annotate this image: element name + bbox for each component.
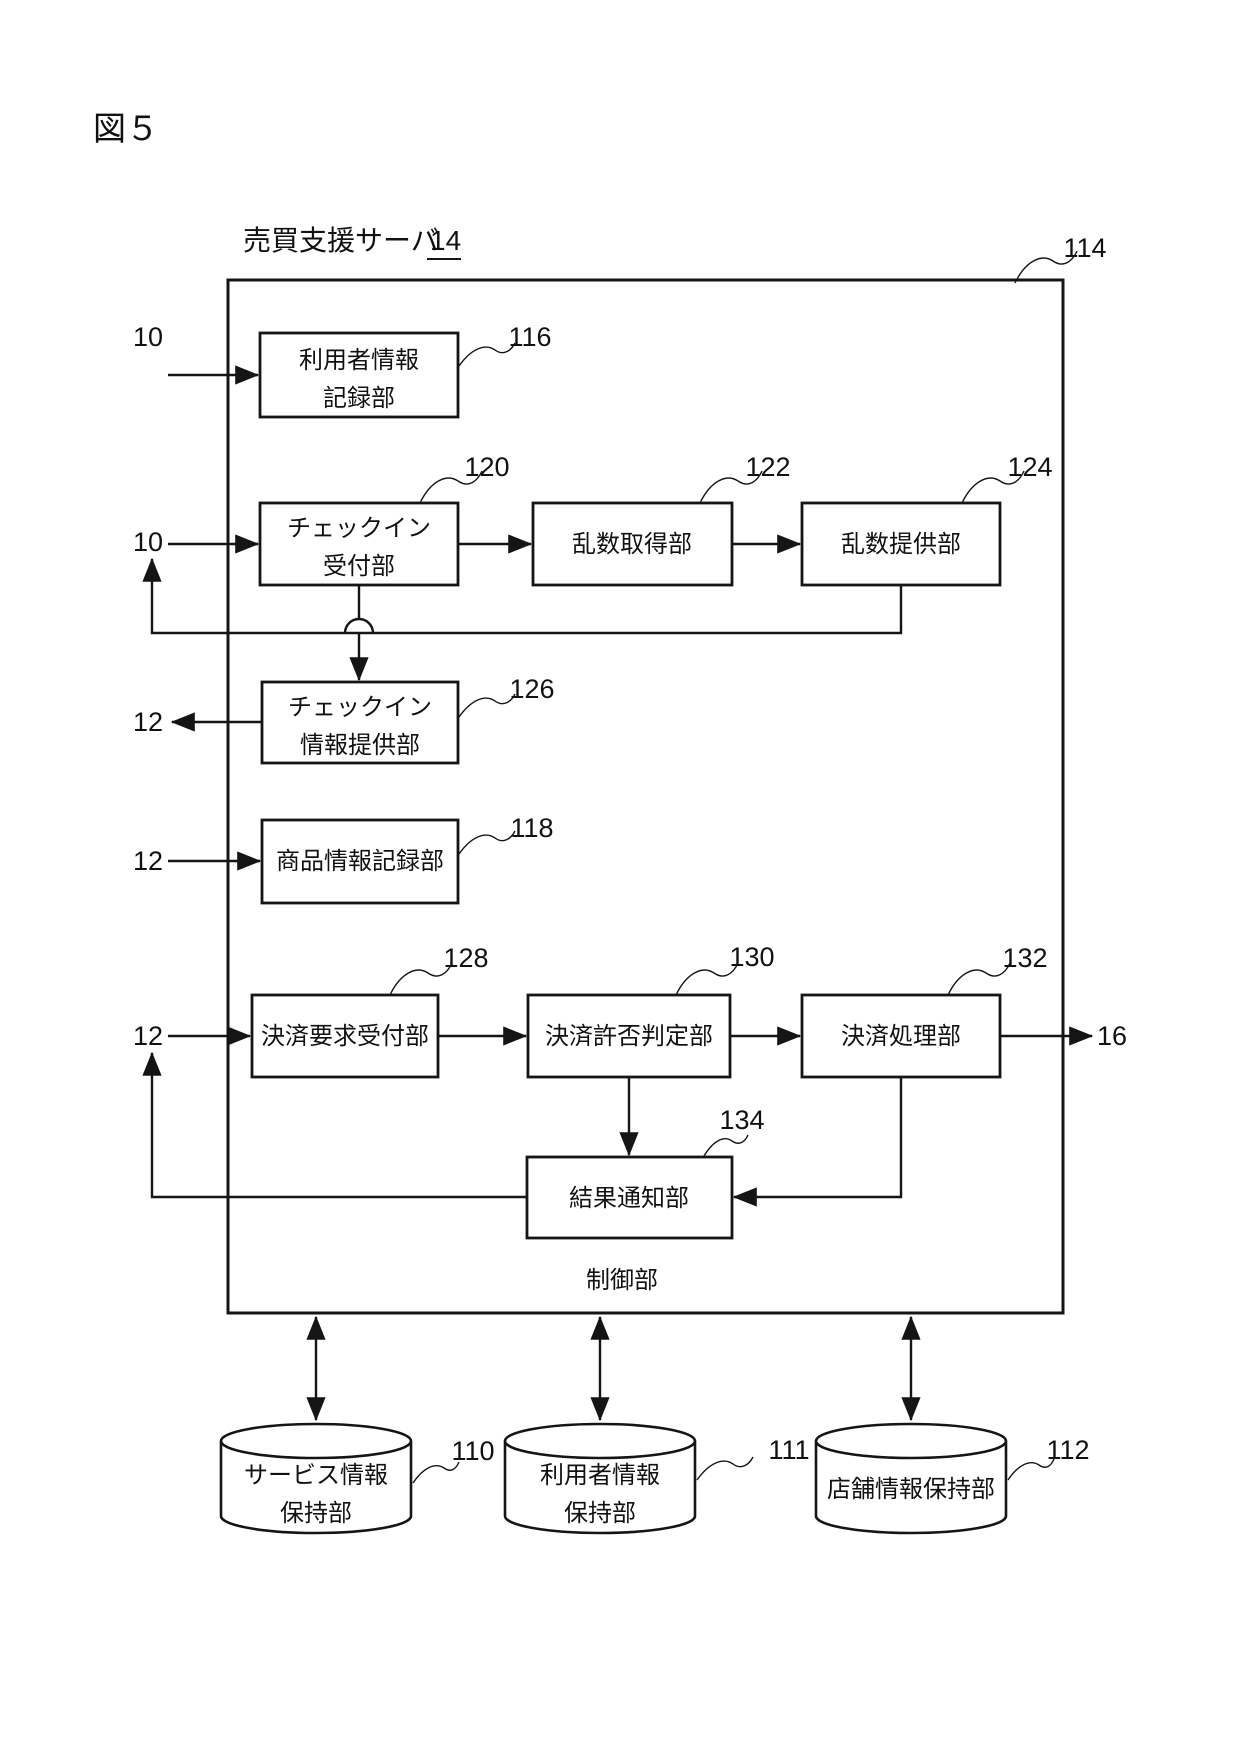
datastore-label-line: 利用者情報 — [540, 1462, 660, 1489]
ext-label-payment-request-in: 12 — [133, 1021, 163, 1051]
figure-label: 図５ — [93, 110, 159, 147]
server-title-ref: 14 — [430, 225, 461, 256]
unit-label-line: 決済許否判定部 — [545, 1023, 713, 1050]
leader-111 — [697, 1457, 753, 1480]
ref-checkin-reception: 120 — [464, 452, 509, 482]
unit-payment-request-reception: 決済要求受付部 — [252, 995, 438, 1077]
unit-checkin-reception: チェックイン 受付部 — [260, 503, 458, 585]
unit-label-line: 結果通知部 — [569, 1185, 689, 1212]
ext-label-checkin-info-out: 12 — [133, 707, 163, 737]
unit-product-info-recorder: 商品情報記録部 — [262, 820, 458, 903]
ref-payment-request-reception: 128 — [443, 943, 488, 973]
ext-label-product-record-in: 12 — [133, 846, 163, 876]
unit-label-line: 受付部 — [323, 553, 395, 580]
ref-store-info-holder: 112 — [1046, 1435, 1089, 1465]
ext-label-checkin-in: 10 — [133, 527, 163, 557]
cylinder-top — [816, 1424, 1006, 1458]
unit-payment-processing: 決済処理部 — [802, 995, 1000, 1077]
cylinder-top — [221, 1424, 411, 1458]
cylinder-top — [505, 1424, 695, 1458]
unit-label-line: 決済要求受付部 — [261, 1023, 429, 1050]
unit-user-info-recorder: 利用者情報 記録部 — [260, 333, 458, 417]
datastore-label-line: 保持部 — [564, 1500, 636, 1527]
ref-payment-processing: 132 — [1002, 943, 1047, 973]
ext-label-settlement-out: 16 — [1097, 1021, 1127, 1051]
server-title: 売買支援サーバ — [243, 225, 439, 256]
unit-label-line: 乱数提供部 — [841, 531, 961, 558]
unit-label-line: チェックイン — [288, 694, 432, 721]
ref-server-frame: 114 — [1063, 233, 1106, 263]
ref-random-number-provider: 124 — [1007, 452, 1052, 482]
ref-product-info-recorder: 118 — [510, 813, 553, 843]
unit-payment-permission-judgment: 決済許否判定部 — [528, 995, 730, 1077]
unit-checkin-info-provider: チェックイン 情報提供部 — [262, 682, 458, 763]
datastore-label-line: 保持部 — [280, 1500, 352, 1527]
ext-label-user-record-in: 10 — [133, 322, 163, 352]
ref-payment-permission-judgment: 130 — [729, 942, 774, 972]
ref-result-notification: 134 — [719, 1105, 764, 1135]
unit-label-line: 決済処理部 — [841, 1023, 961, 1050]
datastore-user-info-holder: 利用者情報 保持部 — [505, 1424, 695, 1533]
unit-label-line: 利用者情報 — [299, 347, 419, 374]
unit-label-line: 乱数取得部 — [572, 531, 692, 558]
ref-user-info-holder: 111 — [768, 1435, 809, 1465]
ref-service-info-holder: 110 — [451, 1436, 494, 1466]
datastore-label-line: 店舗情報保持部 — [827, 1476, 995, 1503]
ref-random-number-acquisition: 122 — [745, 452, 790, 482]
datastore-store-info-holder: 店舗情報保持部 — [816, 1424, 1006, 1533]
ref-user-info-recorder: 116 — [508, 322, 551, 352]
unit-result-notification: 結果通知部 — [527, 1157, 732, 1238]
datastore-service-info-holder: サービス情報 保持部 — [221, 1424, 411, 1533]
datastore-label-line: サービス情報 — [244, 1462, 388, 1489]
unit-label-line: チェックイン — [287, 515, 431, 542]
unit-label-line: 情報提供部 — [300, 732, 420, 759]
unit-random-number-provider: 乱数提供部 — [802, 503, 1000, 585]
unit-label-line: 商品情報記録部 — [276, 848, 444, 875]
ref-checkin-info-provider: 126 — [509, 674, 554, 704]
unit-random-number-acquisition: 乱数取得部 — [533, 503, 732, 585]
control-unit-label: 制御部 — [586, 1267, 658, 1294]
unit-label-line: 記録部 — [323, 385, 395, 412]
